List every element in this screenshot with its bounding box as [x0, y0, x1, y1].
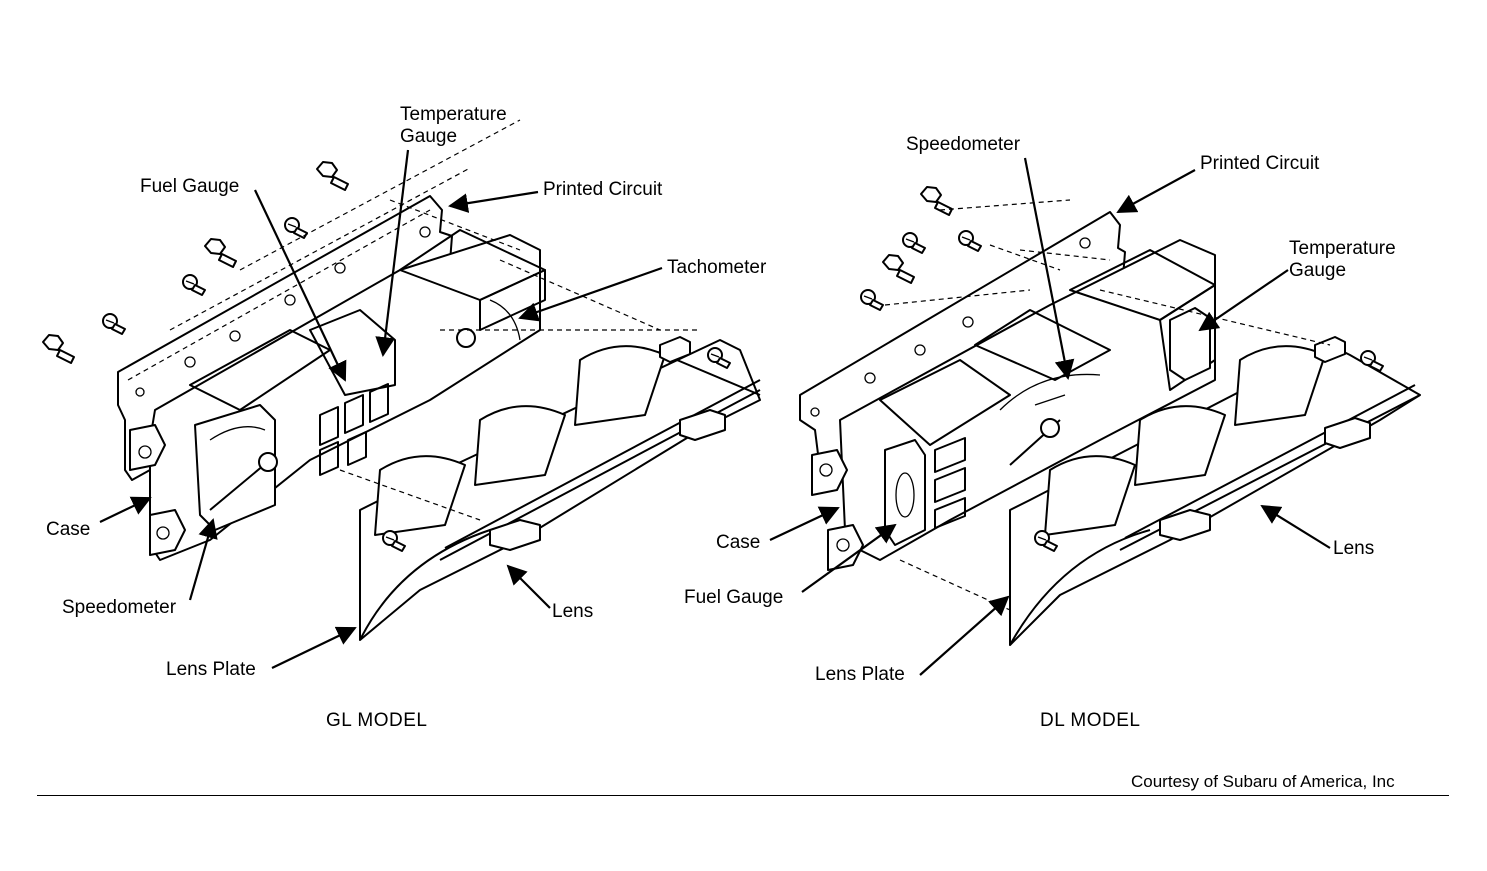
gl-label-speedometer: Speedometer — [62, 597, 177, 618]
dl-label-lens: Lens — [1333, 538, 1375, 559]
gl-label-tachometer: Tachometer — [667, 257, 767, 278]
gl-label-lens: Lens — [552, 601, 594, 622]
dl-label-printed-circuit: Printed Circuit — [1200, 153, 1320, 174]
gl-label-printed-circuit: Printed Circuit — [543, 179, 663, 200]
dl-label-speedometer: Speedometer — [906, 134, 1021, 155]
dl-label-case: Case — [716, 532, 761, 553]
gl-label-fuel-gauge: Fuel Gauge — [140, 176, 240, 197]
dl-model-caption: DL MODEL — [1040, 710, 1141, 731]
dl-label-fuel-gauge: Fuel Gauge — [684, 587, 784, 608]
dl-model-assembly — [799, 186, 1421, 646]
gl-label-case: Case — [46, 519, 91, 540]
gl-label-lens-plate: Lens Plate — [166, 659, 256, 680]
gl-label-temperature-gauge: Temperature Gauge — [400, 104, 507, 147]
leader-lines — [99, 149, 1331, 676]
dl-label-lens-plate: Lens Plate — [815, 664, 905, 685]
credit-line: Courtesy of Subaru of America, Inc — [1131, 772, 1395, 791]
dl-label-temperature-gauge: Temperature Gauge — [1289, 238, 1396, 281]
gl-model-caption: GL MODEL — [326, 710, 428, 731]
footer-rule — [37, 795, 1449, 796]
gl-model-assembly — [42, 119, 761, 641]
